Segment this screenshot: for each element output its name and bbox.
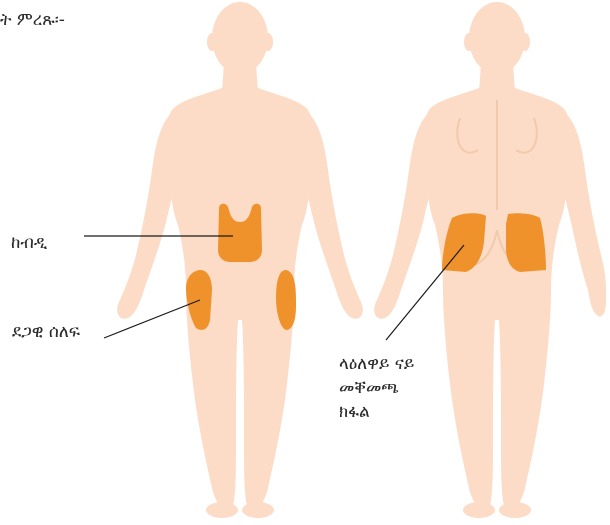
upper-buttock-label: ላዕለዋይ ናይ መቐመጫ ክፋል	[339, 352, 414, 424]
upper-buttock-label-line-1: ላዕለዋይ ናይ	[339, 352, 414, 376]
thigh-label: ደጋዊ ሰለፍ	[12, 320, 80, 344]
abdomen-label: ከብዲ	[11, 231, 47, 255]
instruction-heading: ት ምረጹ፡-	[0, 8, 65, 32]
upper-buttock-label-line-3: ክፋል	[339, 400, 414, 424]
back-body-figure	[374, 2, 606, 518]
right-upper-buttock-injection-area	[506, 213, 546, 272]
upper-buttock-label-line-2: መቐመጫ	[339, 376, 414, 400]
